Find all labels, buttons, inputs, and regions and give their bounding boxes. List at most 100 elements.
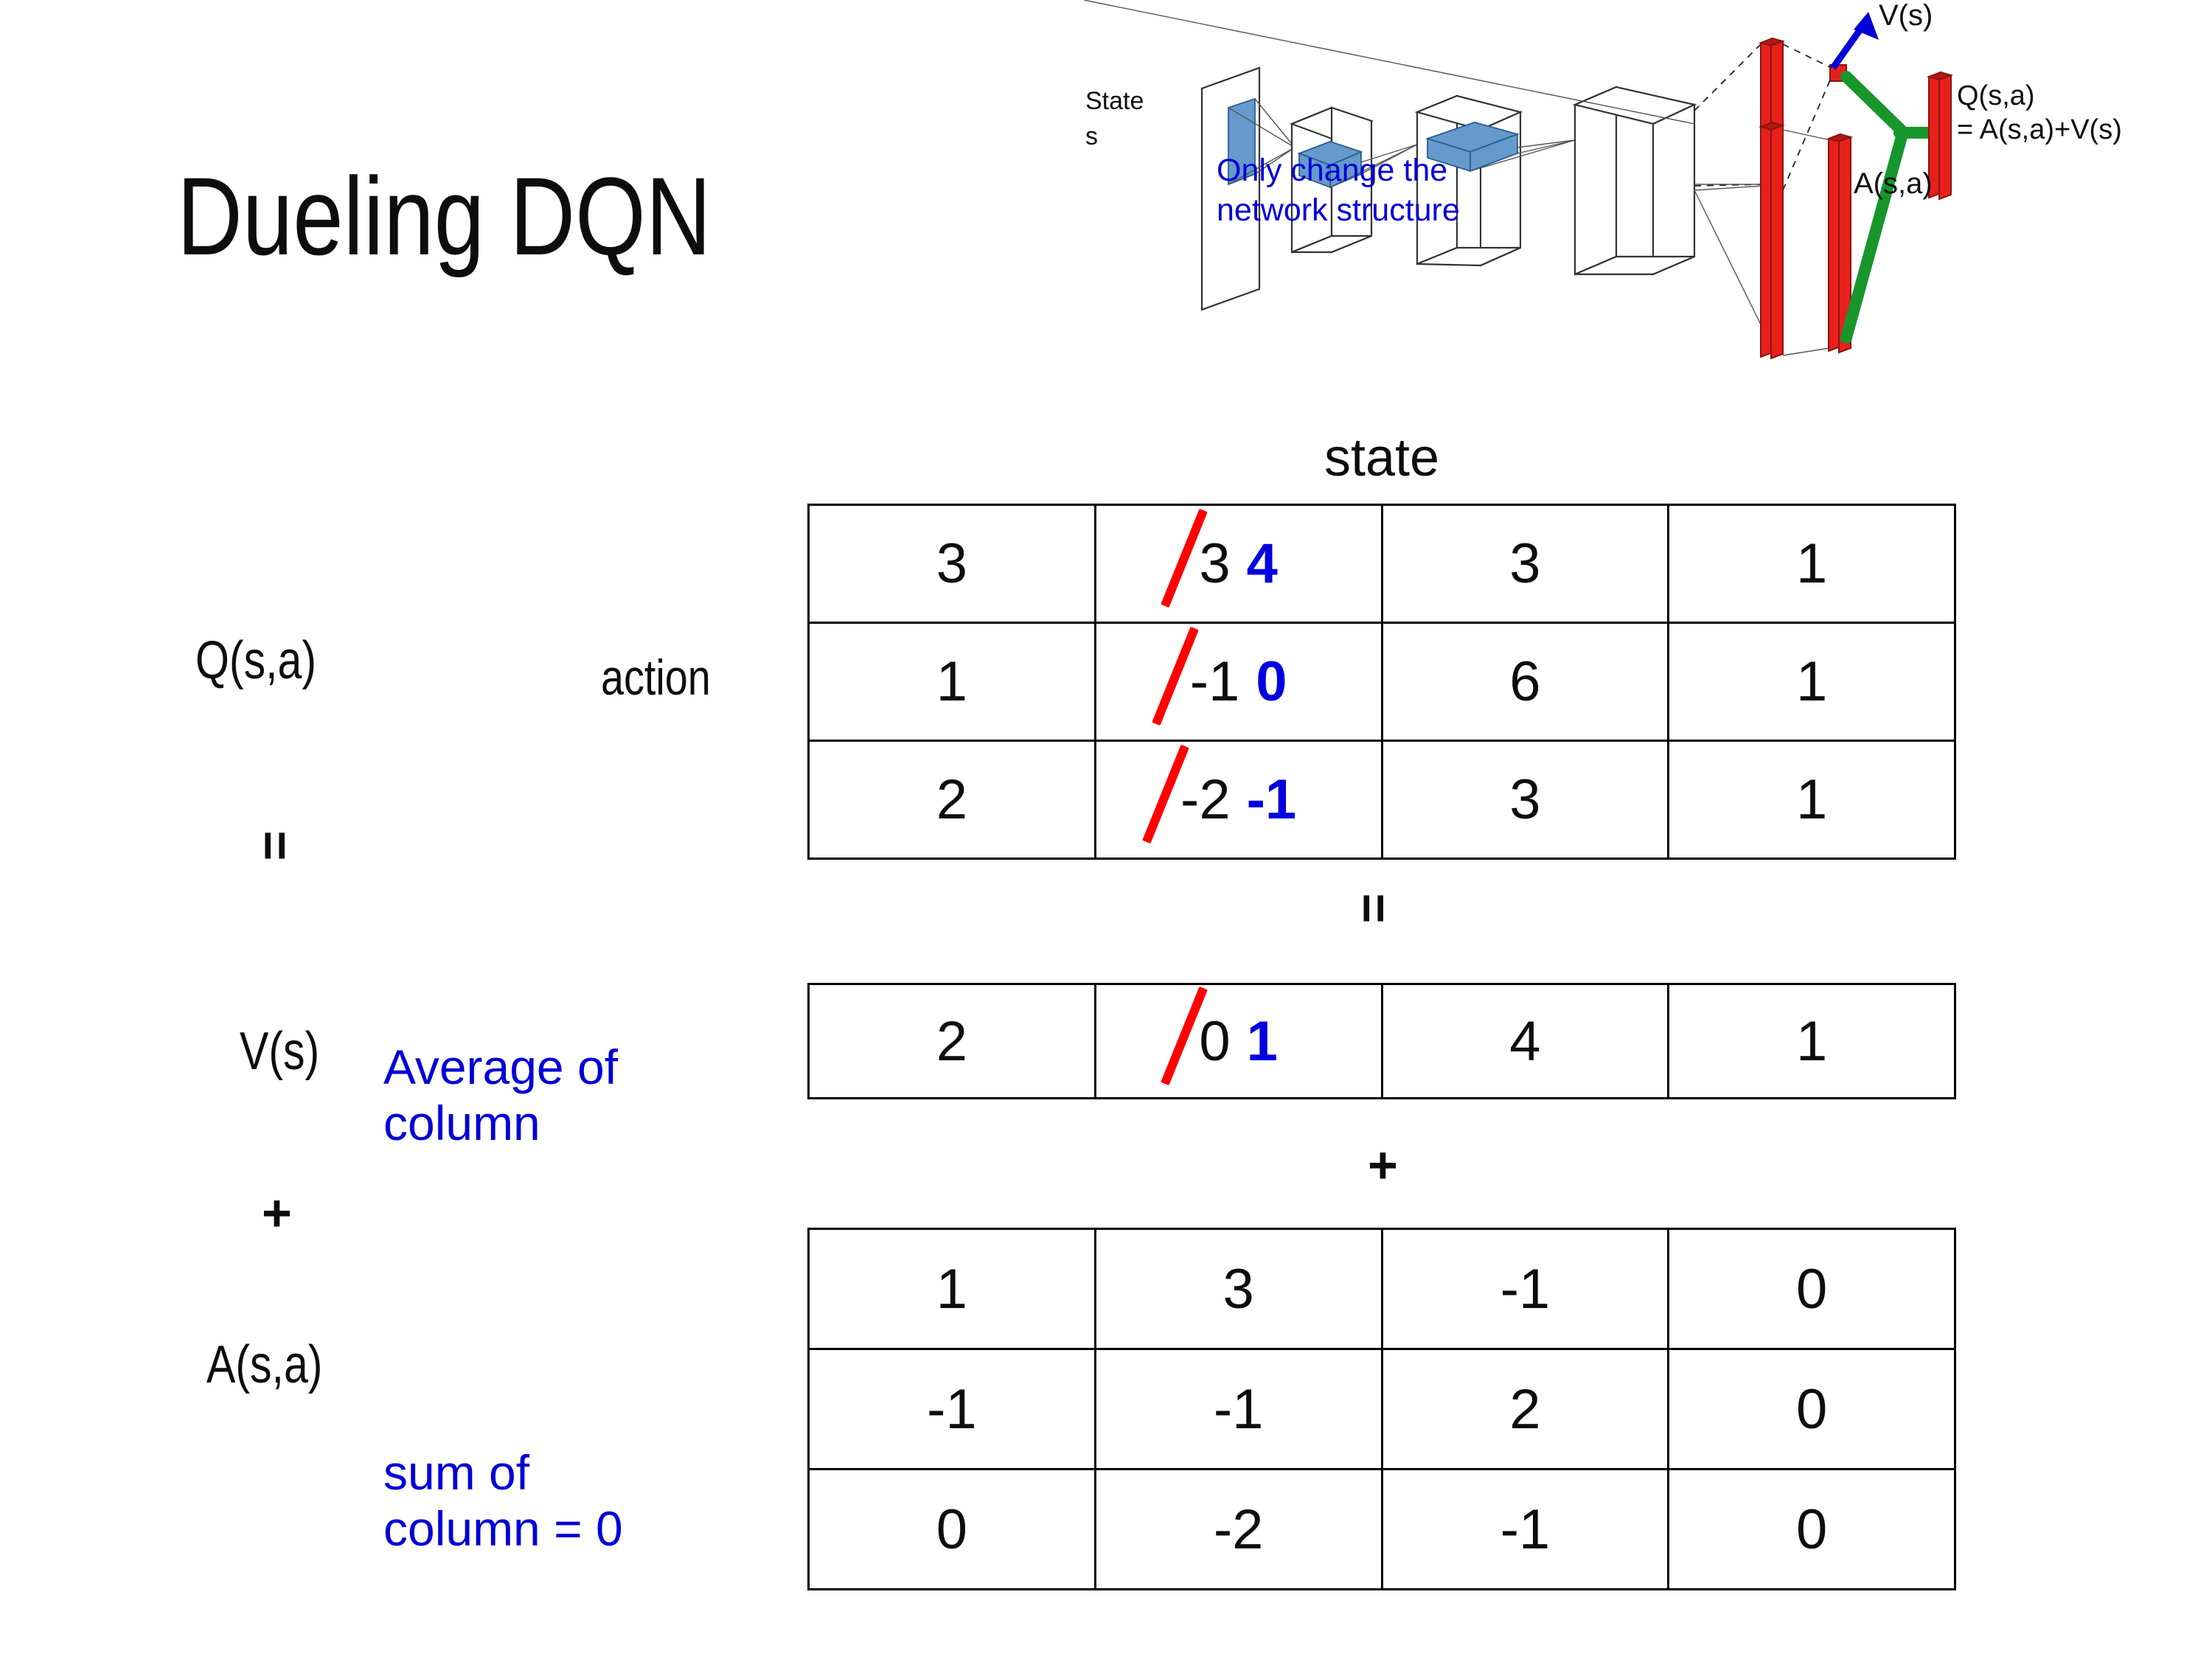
equals-operator-left: = <box>246 830 305 858</box>
table-cell[interactable]: 1 <box>1667 504 1956 624</box>
cell-value: 0 <box>1795 1257 1828 1321</box>
table-row: -1 -1 2 0 <box>807 1348 1956 1470</box>
cell-value: 3 <box>1222 1257 1254 1321</box>
struck-old-value: -2 <box>1180 768 1231 831</box>
diagram-state-label-line1: State <box>1085 87 1144 115</box>
edited-cell: -2-1 <box>1180 768 1296 832</box>
table-cell[interactable]: 2 <box>807 740 1096 860</box>
diagram-v-output-label: V(s) <box>1879 0 1933 32</box>
a-value-table: 1 3 -1 0 -1 -1 2 0 0 -2 -1 0 <box>807 1228 1956 1590</box>
table-cell[interactable]: 3 <box>807 504 1096 624</box>
diagram-note-text: Only change the network structure <box>1217 153 1460 228</box>
cell-value: 2 <box>1509 1377 1541 1441</box>
conv-block-2-shape <box>1414 94 1576 267</box>
table-cell[interactable]: 1 <box>1667 983 1956 1099</box>
struck-old-value: 3 <box>1199 532 1231 595</box>
a-function-label: A(s,a) <box>206 1335 323 1394</box>
input-plane-shape <box>1200 66 1295 311</box>
corrected-new-value: -1 <box>1246 768 1297 831</box>
q-function-label: Q(s,a) <box>195 631 317 690</box>
cell-value: -1 <box>1500 1498 1551 1561</box>
table-row: 0 -2 -1 0 <box>807 1468 1956 1590</box>
cell-value: 2 <box>936 1009 968 1073</box>
table-cell[interactable]: -1 <box>1380 1468 1670 1590</box>
table-cell[interactable]: 1 <box>1667 622 1956 742</box>
cell-value: 6 <box>1509 650 1541 713</box>
corrected-new-value: 1 <box>1246 1009 1278 1073</box>
table-cell[interactable]: 3 <box>1380 740 1670 860</box>
plus-operator-left: + <box>262 1184 292 1242</box>
cell-value: 0 <box>1795 1498 1828 1561</box>
table-row: 1 -1 0 6 1 <box>807 622 1956 742</box>
table-cell[interactable]: 0 <box>1667 1468 1956 1590</box>
corrected-new-value: 4 <box>1246 532 1278 595</box>
a-table-body: 1 3 -1 0 -1 -1 2 0 0 -2 -1 0 <box>807 1228 1956 1590</box>
corrected-new-value: 0 <box>1256 650 1287 713</box>
table-cell[interactable]: 2 <box>1380 1348 1670 1470</box>
table-cell[interactable]: -1 0 <box>1093 622 1383 742</box>
table-cell[interactable]: 2 <box>807 983 1096 1099</box>
cell-value: 1 <box>1795 532 1828 595</box>
q-output-bar-shape <box>1926 71 1954 201</box>
table-cell[interactable]: -1 <box>1093 1348 1383 1470</box>
cell-value: 1 <box>1795 1009 1828 1073</box>
cell-value: 0 <box>936 1498 968 1561</box>
table-cell[interactable]: 1 <box>1667 740 1956 860</box>
annotation-sum-of-column: sum of column = 0 <box>383 1445 623 1556</box>
cell-value: 1 <box>936 1257 968 1321</box>
table-cell[interactable]: 4 <box>1380 983 1670 1099</box>
advantage-stream-bar-shape <box>1758 121 1786 360</box>
table-cell[interactable]: 1 <box>807 622 1096 742</box>
plus-operator-middle: + <box>1368 1136 1398 1194</box>
cell-value: 3 <box>936 532 968 595</box>
table-cell[interactable]: -2 <box>1093 1468 1383 1590</box>
cell-value: 1 <box>1795 650 1828 713</box>
cell-value: -1 <box>927 1377 977 1441</box>
value-arrow-icon <box>1830 12 1879 70</box>
table-cell[interactable]: -1 <box>807 1348 1096 1470</box>
page-title: Dueling DQN <box>177 154 712 278</box>
diagram-state-label-line2: s <box>1085 122 1098 150</box>
cell-value: 1 <box>936 650 968 713</box>
table-cell[interactable]: 1 <box>807 1228 1096 1350</box>
cell-value: 1 <box>1795 768 1828 831</box>
cell-value: -1 <box>1500 1257 1551 1321</box>
stream-fanout-wires <box>1694 44 1764 325</box>
green-merge-shape <box>1840 71 1938 344</box>
cell-value: 4 <box>1509 1009 1541 1073</box>
cell-value: 3 <box>1509 532 1541 595</box>
table-cell[interactable]: -2-1 <box>1093 740 1383 860</box>
table-cell[interactable]: 0 <box>1667 1348 1956 1470</box>
struck-old-value: 0 <box>1199 1009 1231 1073</box>
conv-block-1-shape <box>1289 106 1418 254</box>
table-cell[interactable]: 3 <box>1380 504 1670 624</box>
edited-cell: -1 0 <box>1190 650 1287 714</box>
v-function-label: V(s) <box>240 1022 320 1081</box>
cell-value: -2 <box>1213 1498 1264 1561</box>
diagram-a-output-label: A(s,a) <box>1854 167 1933 200</box>
annotation-average-of-column: Average of column <box>383 1040 619 1150</box>
cell-value: 2 <box>936 768 968 831</box>
table-row: 1 3 -1 0 <box>807 1228 1956 1350</box>
advantage-output-bar-shape <box>1826 133 1854 354</box>
table-cell[interactable]: -1 <box>1380 1228 1670 1350</box>
equals-operator-middle: = <box>1345 893 1403 921</box>
cell-value: 0 <box>1795 1377 1828 1441</box>
table-cell[interactable]: 6 <box>1380 622 1670 742</box>
struck-old-value: -1 <box>1189 650 1240 713</box>
table-cell[interactable]: 0 <box>1667 1228 1956 1350</box>
diagram-q-output-label-line2: = A(s,a)+V(s) <box>1957 114 2122 145</box>
action-axis-label: action <box>601 650 711 706</box>
cell-value: -1 <box>1213 1377 1264 1441</box>
table-cell[interactable]: 0 <box>807 1468 1096 1590</box>
table-row: 2 -2-1 3 1 <box>807 740 1956 860</box>
table-cell[interactable]: 3 <box>1093 1228 1383 1350</box>
